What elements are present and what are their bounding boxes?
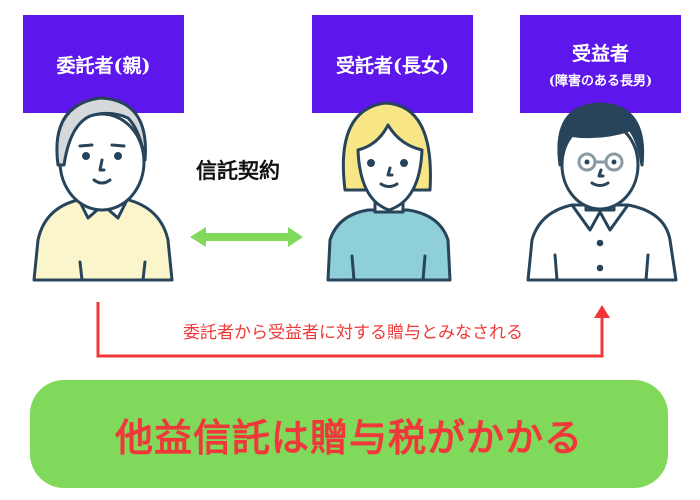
settlor-label: 委託者(親) bbox=[23, 15, 184, 113]
settlor-title: 委託者(親) bbox=[56, 54, 151, 77]
conclusion-box: 他益信託は贈与税がかかる bbox=[30, 380, 668, 488]
beneficiary-label: 受益者 (障害のある長男) bbox=[520, 15, 681, 113]
gift-note: 委託者から受益者に対する贈与とみなされる bbox=[183, 323, 523, 343]
beneficiary-subtitle: (障害のある長男) bbox=[548, 74, 653, 89]
contract-label: 信託契約 bbox=[196, 158, 280, 183]
beneficiary-illustration bbox=[526, 102, 678, 282]
trustee-title: 受託者(長女) bbox=[336, 54, 449, 77]
trustee-illustration bbox=[326, 101, 452, 282]
gift-flow-line bbox=[96, 302, 604, 358]
trustee-label: 受託者(長女) bbox=[312, 15, 473, 113]
conclusion-text: 他益信託は贈与税がかかる bbox=[114, 414, 583, 460]
gift-flow-arrowhead bbox=[594, 305, 610, 318]
settlor-illustration bbox=[32, 96, 174, 282]
beneficiary-title: 受益者 bbox=[571, 43, 629, 65]
contract-double-arrow bbox=[190, 227, 303, 247]
